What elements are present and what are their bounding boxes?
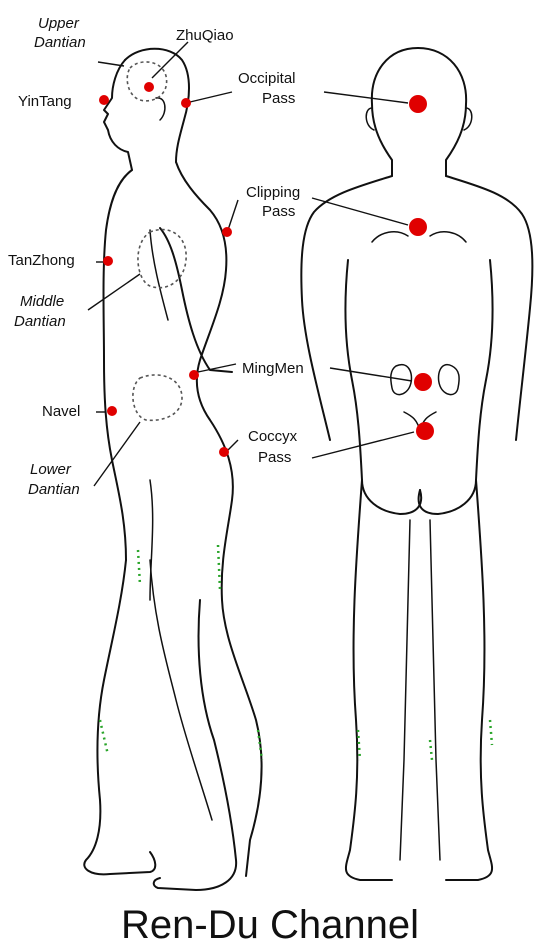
clipping-pass-side-point — [222, 227, 232, 237]
tanzhong-point — [103, 256, 113, 266]
label-upper-dantian-2: Dantian — [34, 34, 86, 51]
mingmen-side-point — [189, 370, 199, 380]
occipital-pass-side-point — [181, 98, 191, 108]
acupoints — [99, 82, 434, 457]
label-lower-dantian-1: Lower — [30, 461, 72, 478]
yintang-point — [99, 95, 109, 105]
mingmen-back-point — [414, 373, 432, 391]
label-clipping-2: Pass — [262, 203, 295, 220]
label-occipital-2: Pass — [262, 90, 295, 107]
coccyx-pass-side-point — [219, 447, 229, 457]
side-view-figure — [84, 49, 262, 890]
diagram-title: Ren-Du Channel — [121, 903, 419, 947]
labels: Upper Dantian ZhuQiao YinTang Occipital … — [8, 15, 304, 498]
label-occipital-1: Occipital — [238, 70, 296, 87]
navel-point — [107, 406, 117, 416]
back-view-figure — [301, 48, 532, 880]
coccyx-pass-back-point — [416, 422, 434, 440]
label-middle-dantian-2: Dantian — [14, 313, 66, 330]
label-middle-dantian-1: Middle — [20, 293, 64, 310]
label-zhuqiao: ZhuQiao — [176, 27, 234, 44]
label-upper-dantian-1: Upper — [38, 15, 80, 32]
zhuqiao-point — [144, 82, 154, 92]
label-clipping-1: Clipping — [246, 184, 300, 201]
label-coccyx-1: Coccyx — [248, 428, 298, 445]
label-yintang: YinTang — [18, 93, 72, 110]
label-mingmen: MingMen — [242, 360, 304, 377]
occipital-pass-back-point — [409, 95, 427, 113]
pointer-lines — [88, 42, 414, 486]
label-tanzhong: TanZhong — [8, 252, 75, 269]
label-navel: Navel — [42, 403, 80, 420]
label-lower-dantian-2: Dantian — [28, 481, 80, 498]
clipping-pass-back-point — [409, 218, 427, 236]
label-coccyx-2: Pass — [258, 449, 291, 466]
